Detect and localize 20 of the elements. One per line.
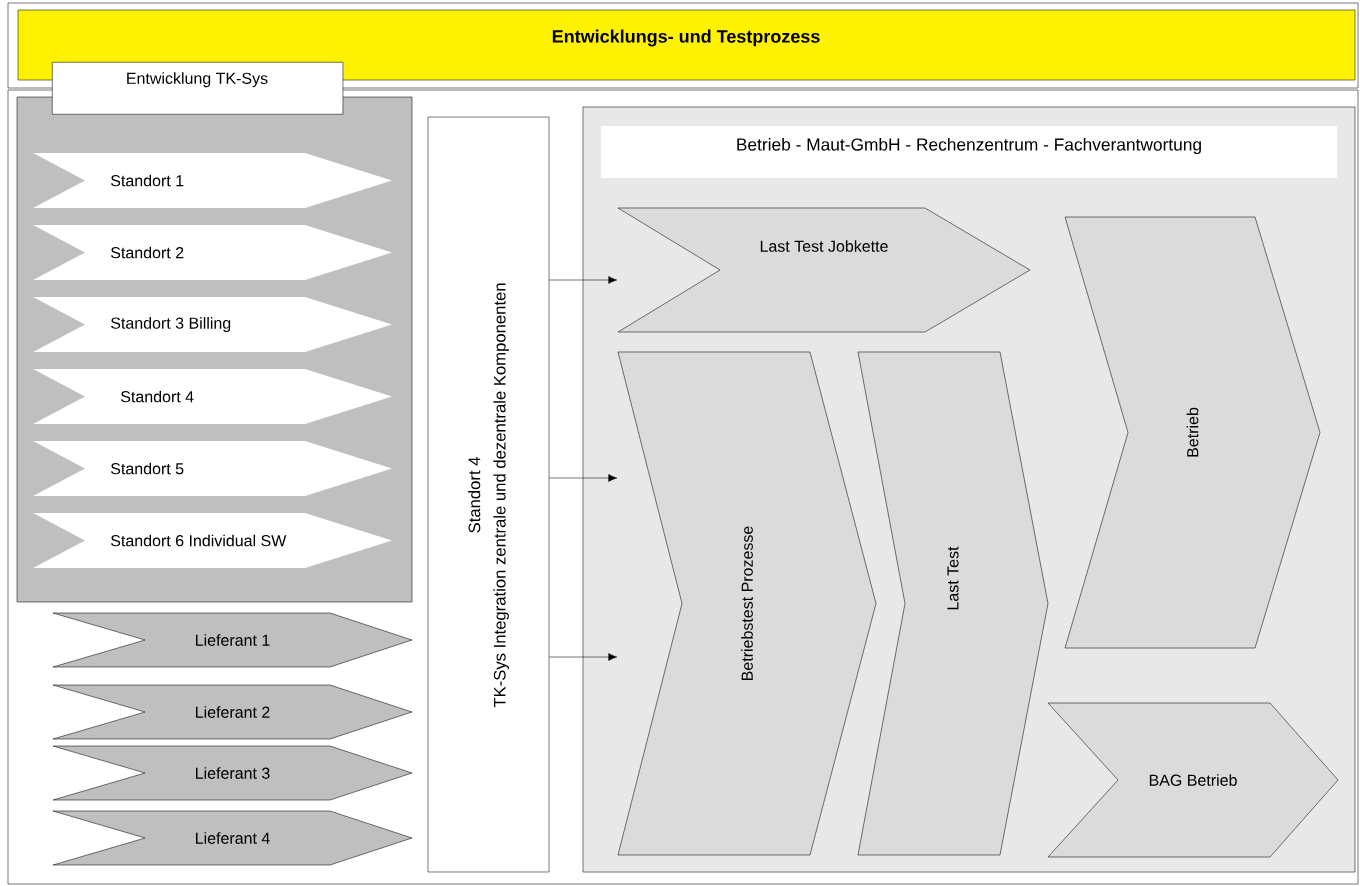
process-step: Standort 3 Billing [33, 297, 392, 352]
arrow [549, 653, 618, 661]
process-step: Standort 4 [33, 369, 392, 424]
process-step: Betrieb [1064, 216, 1321, 649]
node-label: Entwicklung TK-Sys [127, 72, 268, 88]
arrow [549, 474, 618, 482]
process-step: Last Test Jobkette [617, 207, 1031, 333]
arrow [549, 276, 618, 284]
process-step: BAG Betrieb [1047, 702, 1339, 858]
process-step: Lieferant 2 [52, 684, 413, 740]
process-step: Lieferant 4 [52, 810, 413, 866]
process-step: Standort 6 Individual SW [33, 513, 392, 568]
process-step: Last Test [857, 351, 1049, 856]
process-step: Standort 2 [33, 225, 392, 280]
process-box: Standort 4 TK-Sys Integration zentrale und dezentrale Komponenten [427, 116, 550, 873]
process-step: Lieferant 1 [52, 612, 413, 668]
process-step: Lieferant 3 [52, 745, 413, 801]
process-step: Standort 1 [33, 153, 392, 208]
process-step: Standort 5 [33, 441, 392, 496]
process-step: Betriebstest Prozesse [617, 351, 877, 856]
